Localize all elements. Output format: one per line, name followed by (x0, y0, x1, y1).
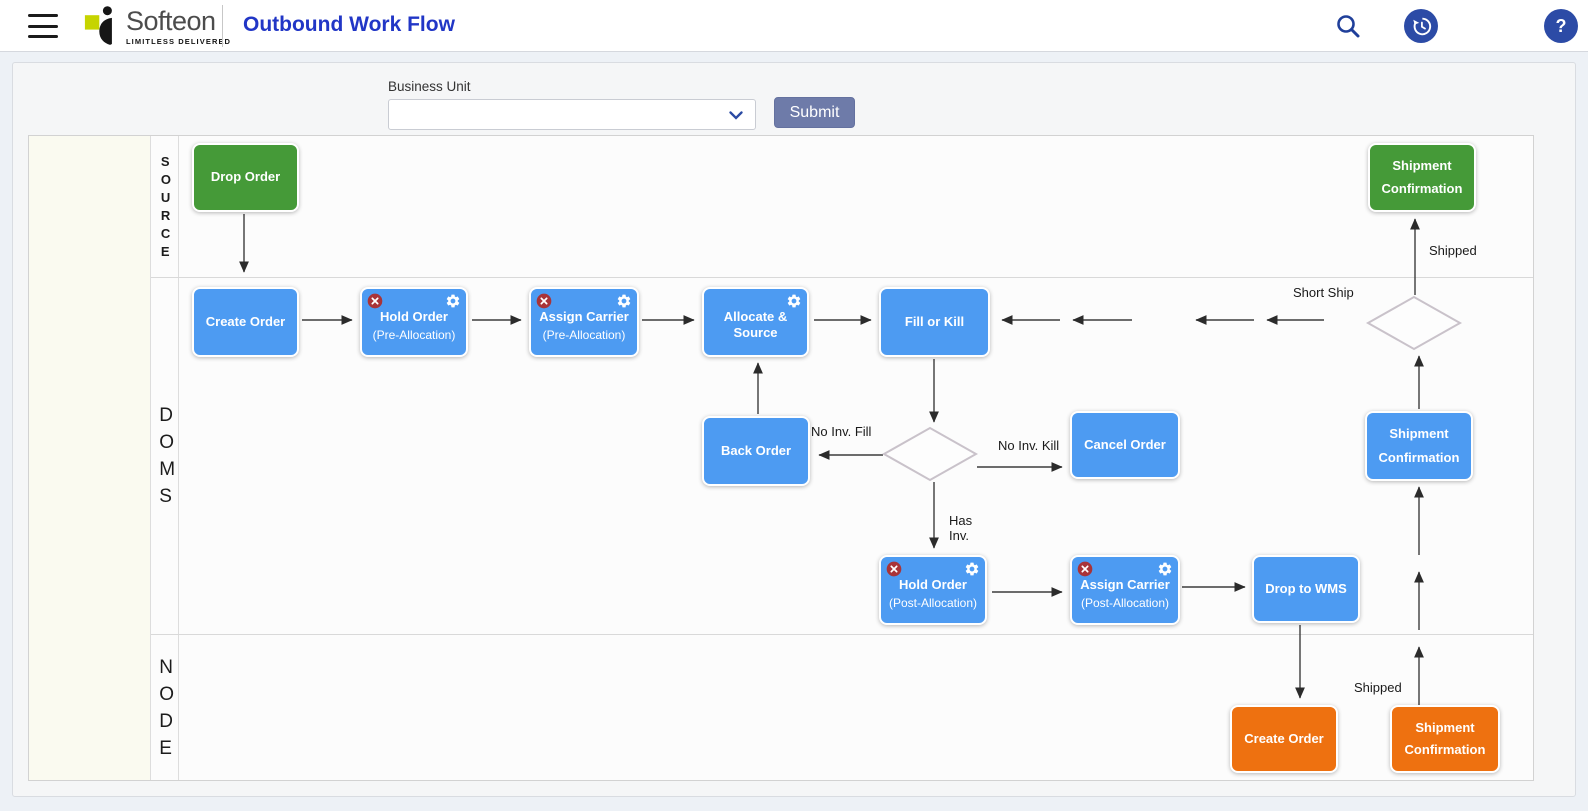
page-title: Outbound Work Flow (243, 13, 455, 36)
business-unit-select[interactable] (388, 99, 756, 130)
softeon-logo: Softeon LIMITLESS DELIVERED (84, 4, 231, 48)
gear-icon[interactable] (616, 293, 632, 309)
edge-label-no-inv-fill: No Inv. Fill (811, 424, 872, 439)
brand-tagline: LIMITLESS DELIVERED (126, 37, 232, 46)
history-button[interactable] (1404, 9, 1438, 43)
cancel-icon[interactable] (367, 293, 383, 309)
brand-name: Softeon (126, 6, 216, 36)
help-icon: ? (1555, 15, 1567, 36)
edge-label-no-inv-kill: No Inv. Kill (998, 438, 1060, 453)
edge-label-shipped-source: Shipped (1429, 243, 1477, 258)
flow-node-shipment-confirmation-node[interactable]: Shipment Confirmation (1390, 705, 1500, 773)
flow-node-create-order-doms[interactable]: Create Order (192, 287, 299, 357)
chevron-down-icon (729, 111, 743, 120)
search-icon (1337, 15, 1360, 38)
flow-node-allocate-and-source[interactable]: Allocate & Source (702, 287, 809, 357)
lane-doms: DOMS (151, 278, 1533, 635)
menu-button[interactable] (28, 14, 60, 38)
lane-label-node: NODE (151, 635, 179, 780)
cancel-icon[interactable] (886, 561, 902, 577)
lane-source: SOURCE (151, 136, 1533, 278)
edge-label-short-ship: Short Ship (1293, 285, 1354, 300)
flow-node-drop-to-wms[interactable]: Drop to WMS (1252, 555, 1360, 623)
flow-node-create-order-node[interactable]: Create Order (1230, 705, 1338, 773)
cancel-icon[interactable] (1077, 561, 1093, 577)
lane-label-doms: DOMS (151, 278, 179, 634)
divider (222, 5, 223, 47)
flow-node-hold-order-pre[interactable]: Hold Order (Pre-Allocation) (360, 287, 468, 357)
flow-node-assign-carrier-pre[interactable]: Assign Carrier (Pre-Allocation) (529, 287, 639, 357)
top-bar: Softeon LIMITLESS DELIVERED Outbound Wor… (0, 0, 1588, 52)
history-icon (1413, 17, 1432, 36)
help-button[interactable]: ? (1544, 9, 1578, 43)
business-unit-label: Business Unit (388, 79, 471, 94)
menu-icon (28, 14, 58, 17)
flow-node-drop-order[interactable]: Drop Order (192, 143, 299, 212)
flow-node-hold-order-post[interactable]: Hold Order (Post-Allocation) (879, 555, 987, 625)
flow-node-shipment-confirmation-doms[interactable]: Shipment Confirmation (1365, 411, 1473, 481)
gear-icon[interactable] (445, 293, 461, 309)
lane-node: NODE (151, 635, 1533, 780)
lane-label-source: SOURCE (151, 136, 179, 277)
edge-label-has-inv: Has Inv. (949, 513, 973, 543)
side-panel (29, 136, 151, 780)
gear-icon[interactable] (786, 293, 802, 309)
gear-icon[interactable] (1157, 561, 1173, 577)
cancel-icon[interactable] (536, 293, 552, 309)
search-button[interactable] (1334, 12, 1362, 43)
flow-node-assign-carrier-post[interactable]: Assign Carrier (Post-Allocation) (1070, 555, 1180, 625)
content-card: Business Unit Submit SOURCE DOMS (12, 62, 1576, 797)
flow-node-back-order[interactable]: Back Order (702, 416, 810, 486)
edge-label-shipped-node: Shipped (1354, 680, 1402, 695)
workflow-diagram: SOURCE DOMS NODE (28, 135, 1534, 781)
gear-icon[interactable] (964, 561, 980, 577)
flow-node-cancel-order[interactable]: Cancel Order (1070, 411, 1180, 479)
flow-node-fill-or-kill[interactable]: Fill or Kill (879, 287, 990, 357)
submit-button[interactable]: Submit (774, 97, 855, 128)
flow-node-shipment-confirmation-source[interactable]: Shipment Confirmation (1368, 143, 1476, 212)
brand-mark-icon (84, 6, 112, 45)
